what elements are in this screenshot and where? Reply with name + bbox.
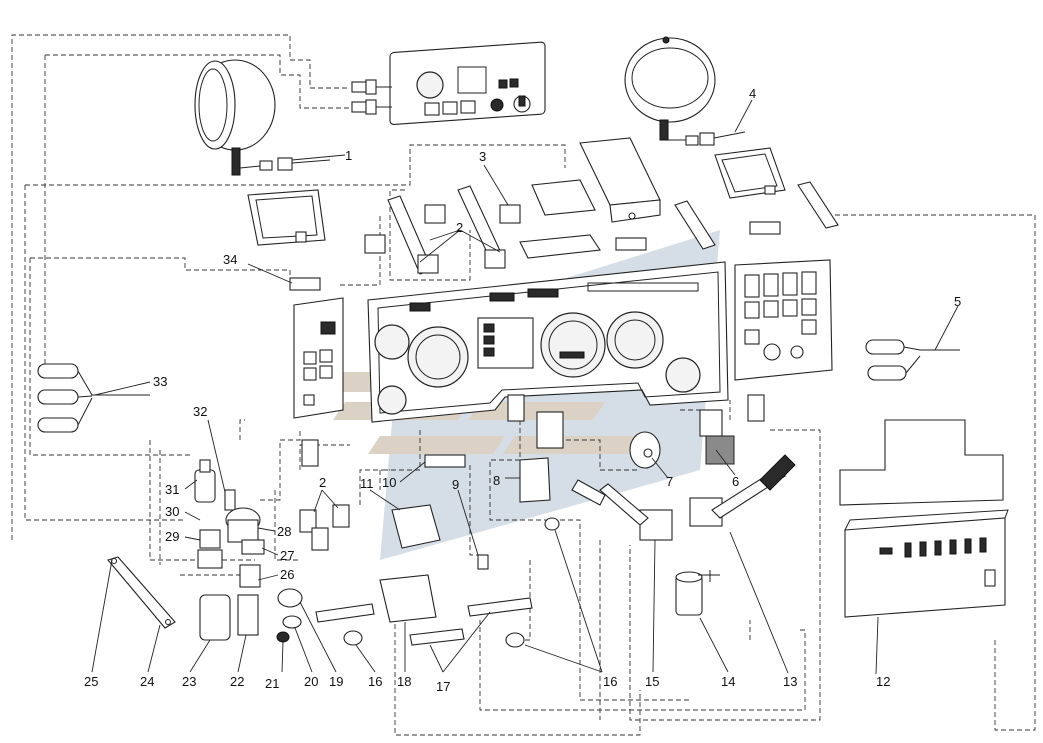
lever-switch-13 (689, 454, 796, 527)
panel-connectors (301, 394, 765, 467)
relay-box-11 (391, 504, 441, 549)
sockets-16 (343, 517, 560, 648)
callout-8: 8 (493, 473, 500, 488)
callout-3: 3 (479, 149, 486, 164)
nut-21 (276, 631, 290, 643)
wiring-harness-lines (11, 34, 1036, 736)
callout-12: 12 (876, 674, 890, 689)
callout-24: 24 (140, 674, 154, 689)
callout-32: 32 (193, 404, 207, 419)
callout-30: 30 (165, 504, 179, 519)
left-display-module (247, 189, 326, 246)
callout-21: 21 (265, 676, 279, 691)
connector-clips (289, 221, 781, 468)
callout-14: 14 (721, 674, 735, 689)
module-8 (519, 457, 551, 503)
main-instrument-panel (367, 261, 729, 423)
leader-lines (91, 99, 959, 675)
control-unit (839, 419, 1009, 618)
callout-10: 10 (382, 475, 396, 490)
callout-27: 27 (280, 548, 294, 563)
bulb-bundle-right (865, 339, 960, 381)
callout-26: 26 (280, 567, 294, 582)
callout-7: 7 (666, 474, 673, 489)
callout-13: 13 (783, 674, 797, 689)
callout-33: 33 (153, 374, 167, 389)
callout-2-lower: 2 (319, 475, 326, 490)
callout-4: 4 (749, 86, 756, 101)
relays-lower (299, 504, 350, 551)
mounting-strips (387, 179, 839, 275)
buzzer-19 (277, 588, 303, 608)
lever-switch-15 (571, 479, 673, 541)
flasher-box-18 (379, 574, 437, 623)
callout-31: 31 (165, 482, 179, 497)
callout-19: 19 (329, 674, 343, 689)
strap-24-25 (107, 556, 176, 629)
callout-5: 5 (954, 294, 961, 309)
relays-upper (364, 204, 521, 274)
callout-2-upper: 2 (456, 220, 463, 235)
terminal-blocks-17 (315, 597, 533, 646)
callout-22: 22 (230, 674, 244, 689)
callout-11: 11 (360, 476, 374, 491)
callout-28: 28 (277, 524, 291, 539)
callout-16-right: 16 (603, 674, 617, 689)
right-display-module (714, 147, 786, 199)
callout-9: 9 (452, 477, 459, 492)
callout-18: 18 (397, 674, 411, 689)
callout-17: 17 (436, 679, 450, 694)
callout-20: 20 (304, 674, 318, 689)
bulb-bundle-left (37, 363, 150, 433)
callout-labels: 1 2 3 4 5 6 7 8 9 10 11 12 13 14 15 16 1… (84, 86, 961, 694)
callout-1: 1 (345, 148, 352, 163)
ignition-key-switch (675, 570, 720, 616)
callout-34: 34 (223, 252, 237, 267)
callout-15: 15 (645, 674, 659, 689)
top-switch-panel (389, 41, 546, 126)
center-box-module (579, 137, 661, 223)
left-headlamp (194, 59, 331, 176)
left-switch-panel (293, 297, 344, 419)
callout-25: 25 (84, 674, 98, 689)
right-headlamp (624, 36, 746, 146)
top-panel-connectors (351, 79, 392, 115)
callout-6: 6 (732, 474, 739, 489)
right-switch-panel (734, 259, 833, 381)
callout-16-left: 16 (368, 674, 382, 689)
left-connector-cluster (194, 459, 265, 641)
washer-20 (282, 615, 302, 629)
bulb-9 (477, 554, 489, 570)
callout-29: 29 (165, 529, 179, 544)
callout-23: 23 (182, 674, 196, 689)
